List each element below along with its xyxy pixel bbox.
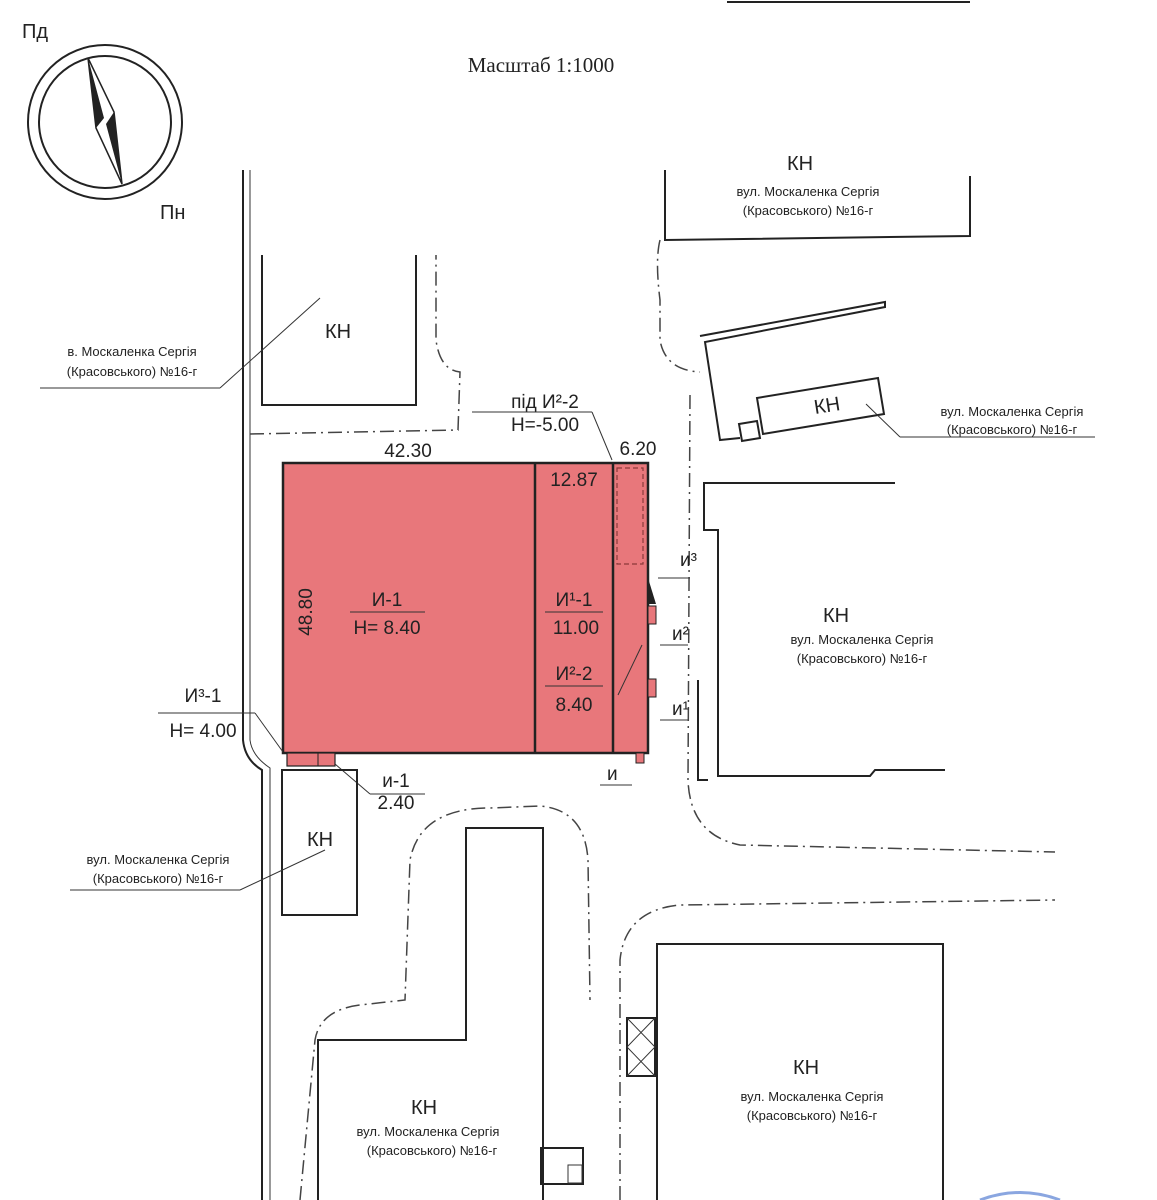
main-block-height: Н= 8.40 xyxy=(353,618,420,639)
address-house: (Красовського) №16-г xyxy=(743,203,874,218)
block1-height: 11.00 xyxy=(553,618,599,639)
porch-label: и² xyxy=(672,624,689,645)
dimension-mid: 12.87 xyxy=(550,470,598,491)
leader-line xyxy=(219,297,321,389)
address-street: вул. Москаленка Сергія xyxy=(87,852,230,867)
address-street: вул. Москаленка Сергія xyxy=(741,1089,884,1104)
underground-height: Н=-5.00 xyxy=(511,415,579,436)
entrance-label: и-1 xyxy=(382,771,410,792)
underground-label: під И²-2 xyxy=(511,392,579,413)
address-street: вул. Москаленка Сергія xyxy=(941,404,1084,419)
address-house: (Красовського) №16-г xyxy=(797,651,928,666)
parcel-boundary xyxy=(699,300,886,443)
driveway xyxy=(249,255,461,435)
parcel-code: КН xyxy=(812,393,841,419)
dimension-right: 6.20 xyxy=(620,439,657,460)
porch-label: и³ xyxy=(680,550,697,571)
driveway xyxy=(687,394,1056,853)
address-street: вул. Москаленка Сергія xyxy=(791,632,934,647)
porch-label: и xyxy=(607,764,618,785)
address-house: (Красовського) №16-г xyxy=(747,1108,878,1123)
parcel-code: КН xyxy=(793,1057,819,1079)
entrance-height: 2.40 xyxy=(378,793,415,814)
subject-building[interactable] xyxy=(281,461,657,767)
main-block-label: И-1 xyxy=(372,590,403,611)
block2-height: 8.40 xyxy=(556,695,593,716)
block3-label: И³-1 xyxy=(185,686,222,707)
address-street: в. Москаленка Сергія xyxy=(67,344,196,359)
block3-height: Н= 4.00 xyxy=(169,721,236,742)
driveway xyxy=(656,239,701,373)
block1-label: И¹-1 xyxy=(556,590,593,611)
address-street: вул. Москаленка Сергія xyxy=(357,1124,500,1139)
address-house: (Красовського) №16-г xyxy=(93,871,224,886)
north-arrow-compass-icon xyxy=(27,44,183,200)
parcel-code: КН xyxy=(411,1097,437,1119)
address-house: (Красовського) №16-г xyxy=(67,364,198,379)
parcel-code: КН xyxy=(787,153,813,175)
compass-top-label: Пд xyxy=(22,21,48,43)
parcel-code: КН xyxy=(325,321,351,343)
road-edge xyxy=(242,170,263,1200)
parcel-boundary xyxy=(281,769,358,916)
stamp xyxy=(979,1191,1061,1200)
scale-label: Масштаб 1:1000 xyxy=(468,53,615,77)
driveway xyxy=(619,899,1056,1200)
parcel-boundary xyxy=(317,827,544,1200)
address-house: (Красовського) №16-г xyxy=(367,1143,498,1158)
dimension-width: 42.30 xyxy=(384,441,432,462)
block2-label: И²-2 xyxy=(556,664,593,685)
address-street: вул. Москаленка Сергія xyxy=(737,184,880,199)
porch-label: и¹ xyxy=(672,699,689,720)
road-edge xyxy=(249,170,271,1200)
parcel-boundary xyxy=(656,943,944,1200)
driveway xyxy=(299,805,591,1200)
parcel-boundary xyxy=(664,170,971,242)
parcel-code: КН xyxy=(823,605,849,627)
compass-bottom-label: Пн xyxy=(160,202,185,224)
parcel-code: КН xyxy=(307,829,333,851)
parcel-boundary xyxy=(261,255,417,406)
dimension-depth: 48.80 xyxy=(296,588,317,636)
parcel-boundary xyxy=(703,482,945,777)
address-house: (Красовського) №16-г xyxy=(947,422,1078,437)
